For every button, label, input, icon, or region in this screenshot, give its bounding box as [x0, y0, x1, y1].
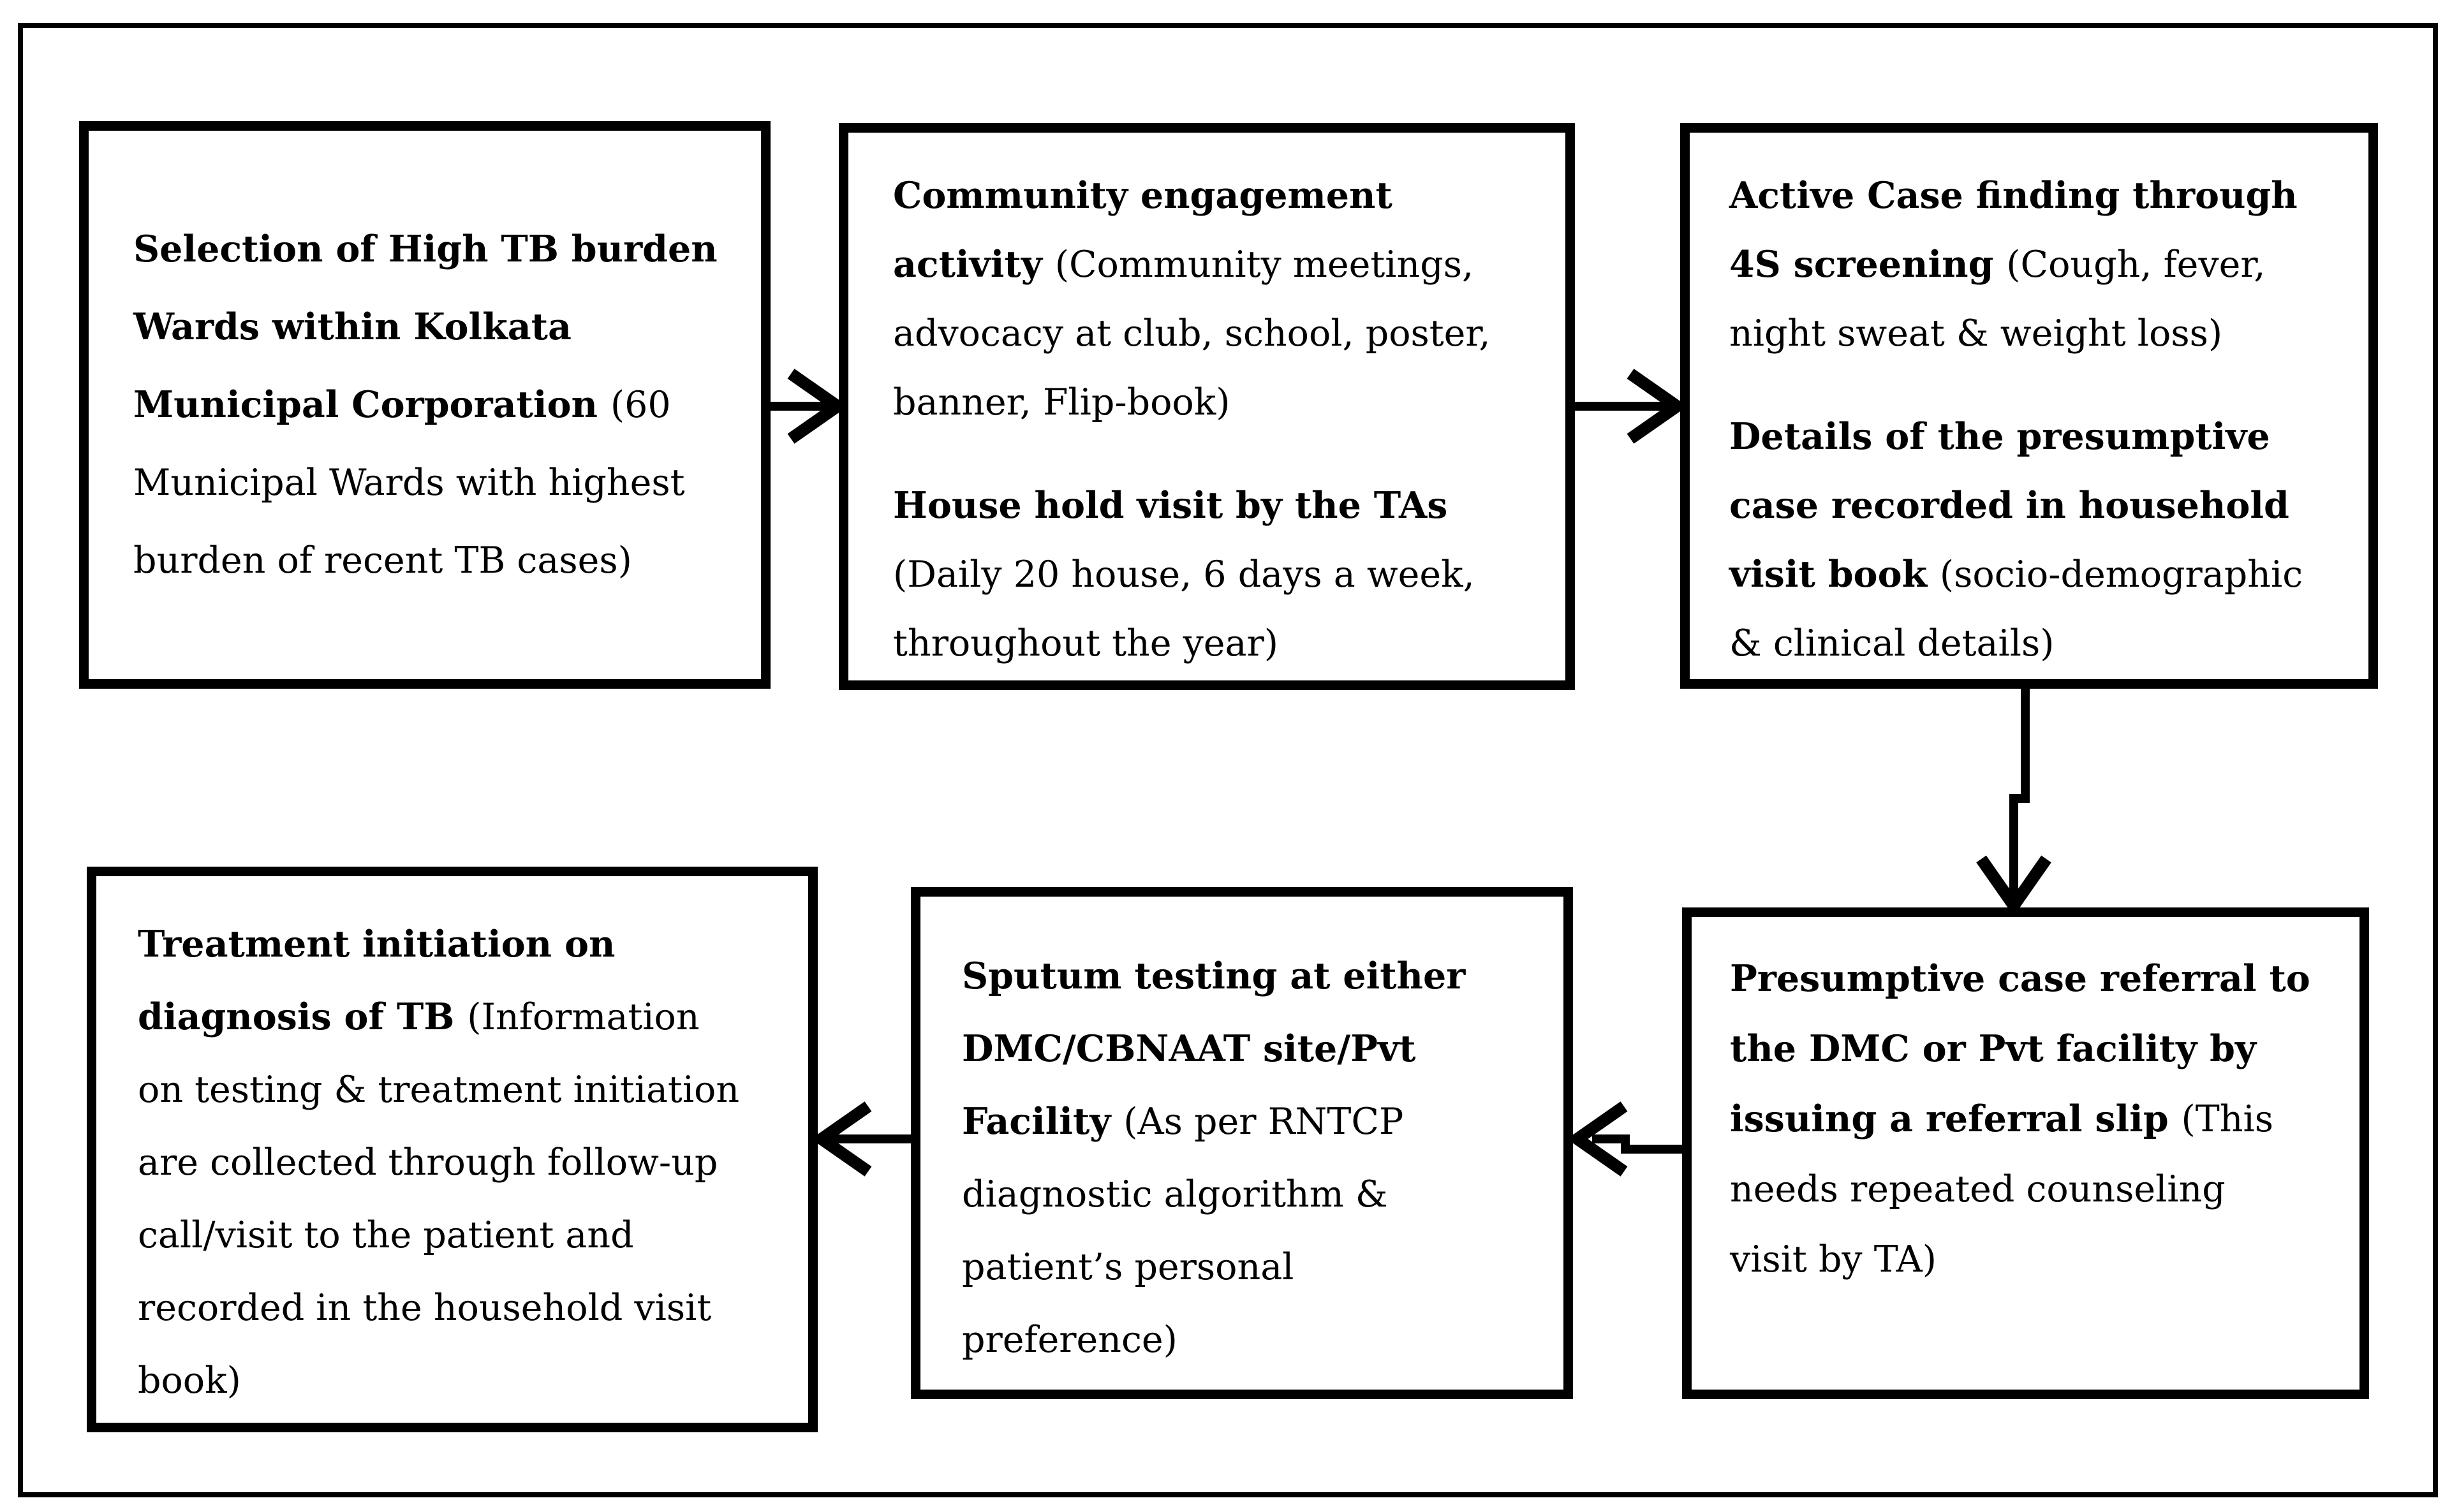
- box-text-regular: (As per RNTCP diagnostic algorithm & pat…: [962, 1101, 1404, 1361]
- flowchart-box-sputum-testing: Sputum testing at either DMC/CBNAAT site…: [911, 887, 1573, 1399]
- box-text-bold: Community engagement activity: [893, 174, 1392, 286]
- flowchart-box-active-case-finding: Active Case finding through 4S screening…: [1680, 123, 2378, 689]
- flowchart-box-ward-selection: Selection of High TB burden Wards within…: [79, 121, 771, 689]
- box-text-bold: Active Case finding through 4S screening: [1729, 174, 2298, 286]
- flowchart-box-community-engagement: Community engagement activity (Community…: [839, 123, 1575, 690]
- box-text-regular: (This needs repeated counseling visit by…: [1730, 1098, 2273, 1281]
- box-text: Details of the presumptive case recorded…: [1729, 402, 2351, 678]
- box-text-bold: Selection of High TB burden Wards within…: [133, 228, 718, 426]
- box-text: Selection of High TB burden Wards within…: [133, 210, 743, 599]
- box-text: Treatment initiation on diagnosis of TB …: [138, 908, 794, 1417]
- box-text-regular: (Information on testing & treatment init…: [138, 996, 740, 1402]
- box-text: Sputum testing at either DMC/CBNAAT site…: [962, 940, 1547, 1376]
- box-text: Presumptive case referral to the DMC or …: [1730, 944, 2343, 1295]
- box-text: Community engagement activity (Community…: [893, 161, 1547, 437]
- box-text-bold: Details of the presumptive case recorded…: [1729, 415, 2289, 596]
- box-text-bold: House hold visit by the TAs: [893, 484, 1448, 527]
- flowchart-box-treatment-initiation: Treatment initiation on diagnosis of TB …: [87, 867, 818, 1432]
- flowchart-box-presumptive-referral: Presumptive case referral to the DMC or …: [1682, 907, 2369, 1399]
- box-text-bold: Presumptive case referral to the DMC or …: [1730, 957, 2310, 1140]
- box-text-regular: (Daily 20 house, 6 days a week, througho…: [893, 554, 1475, 664]
- box-text: Active Case finding through 4S screening…: [1729, 161, 2351, 368]
- box-text: House hold visit by the TAs (Daily 20 ho…: [893, 471, 1547, 678]
- box-text-regular: (Community meetings, advocacy at club, s…: [893, 244, 1491, 423]
- box-text-regular: (60 Municipal Wards with highest burden …: [133, 384, 685, 582]
- box-text-regular: (socio-demographic & clinical details): [1729, 554, 2303, 664]
- box-text-regular: (Cough, fever, night sweat & weight loss…: [1729, 244, 2266, 355]
- box-text-bold: Treatment initiation on diagnosis of TB: [138, 923, 616, 1038]
- box-text-bold: Sputum testing at either DMC/CBNAAT site…: [962, 955, 1466, 1143]
